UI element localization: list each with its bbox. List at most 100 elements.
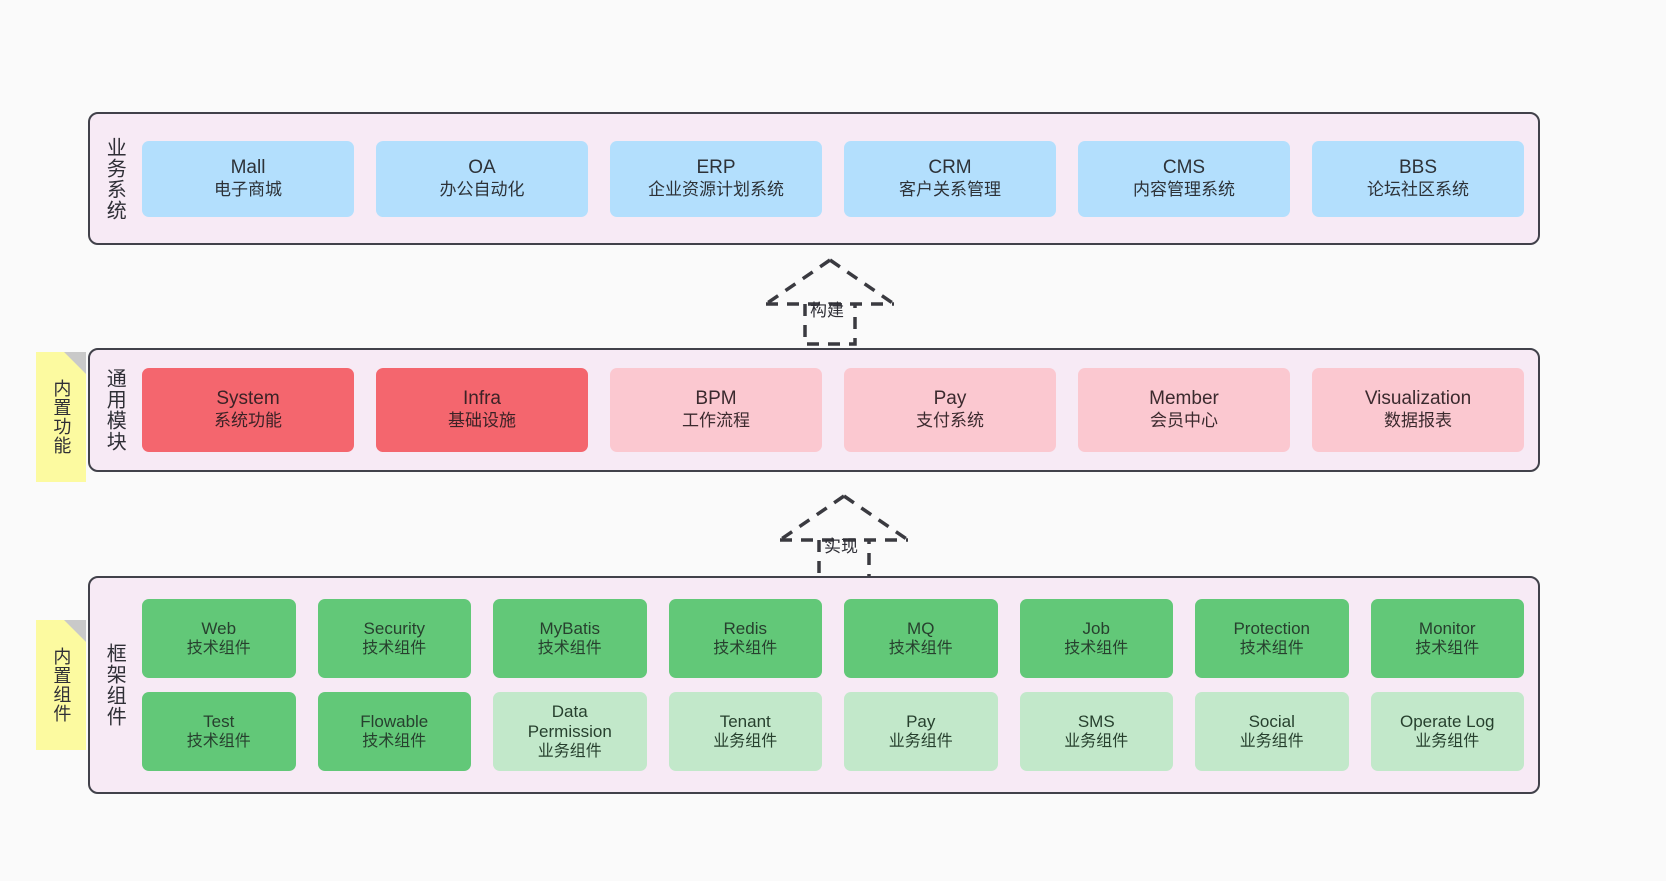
row-common-modules: System 系统功能 Infra 基础设施 BPM 工作流程 Pay 支付系统…: [142, 368, 1524, 452]
note-label: 内置组件: [51, 647, 72, 723]
card-data-permission[interactable]: Data Permission 业务组件: [493, 692, 647, 771]
card-title: Job: [1082, 618, 1110, 638]
card-flowable[interactable]: Flowable 技术组件: [317, 692, 471, 771]
card-title: Pay: [906, 711, 936, 731]
card-subtitle: 业务组件: [1415, 733, 1480, 751]
card-title: Member: [1149, 388, 1219, 410]
card-title: Monitor: [1418, 618, 1476, 638]
card-infra[interactable]: Infra 基础设施: [376, 368, 588, 452]
card-subtitle: 技术组件: [1239, 640, 1304, 658]
card-test[interactable]: Test 技术组件: [142, 692, 296, 771]
card-erp[interactable]: ERP 企业资源计划系统: [610, 140, 822, 217]
card-subtitle: 论坛社区系统: [1367, 179, 1469, 199]
card-mall[interactable]: Mall 电子商城: [142, 140, 354, 217]
card-title: MQ: [907, 618, 935, 638]
note-label: 内置功能: [51, 379, 72, 455]
card-subtitle: 业务组件: [1064, 733, 1129, 751]
card-subtitle: 技术组件: [362, 640, 427, 658]
card-social[interactable]: Social 业务组件: [1195, 692, 1349, 771]
card-security[interactable]: Security 技术组件: [317, 599, 471, 678]
card-system[interactable]: System 系统功能: [142, 368, 354, 452]
card-tenant[interactable]: Tenant 业务组件: [668, 692, 822, 771]
card-monitor[interactable]: Monitor 技术组件: [1370, 599, 1524, 678]
card-protection[interactable]: Protection 技术组件: [1195, 599, 1349, 678]
card-title: MyBatis: [539, 618, 600, 638]
card-web[interactable]: Web 技术组件: [142, 599, 296, 678]
card-cms[interactable]: CMS 内容管理系统: [1078, 140, 1290, 217]
card-title: Operate Log: [1399, 711, 1495, 731]
card-sms[interactable]: SMS 业务组件: [1019, 692, 1173, 771]
card-subtitle: 技术组件: [537, 640, 602, 658]
card-subtitle: 技术组件: [186, 733, 251, 751]
card-title: Security: [363, 618, 425, 638]
card-title: System: [216, 388, 280, 410]
layer-label-framework: 框架组件: [103, 643, 126, 727]
layer-business-system[interactable]: 业务系统 Mall 电子商城 OA 办公自动化 ERP 企业资源计划系统 CRM…: [88, 112, 1540, 245]
card-subtitle: 技术组件: [888, 640, 953, 658]
card-title: Redis: [723, 618, 767, 638]
card-visualization[interactable]: Visualization 数据报表: [1312, 368, 1524, 452]
card-title: BPM: [695, 388, 737, 410]
row-business-systems: Mall 电子商城 OA 办公自动化 ERP 企业资源计划系统 CRM 客户关系…: [142, 140, 1524, 217]
card-subtitle: 技术组件: [1064, 640, 1129, 658]
card-subtitle: 技术组件: [186, 640, 251, 658]
card-subtitle: 支付系统: [916, 411, 984, 431]
card-title: Flowable: [360, 711, 429, 731]
note-builtin-function: 内置功能: [36, 352, 86, 482]
card-subtitle: 业务组件: [1239, 733, 1304, 751]
card-subtitle: 技术组件: [713, 640, 778, 658]
card-redis[interactable]: Redis 技术组件: [668, 599, 822, 678]
card-subtitle: 数据报表: [1384, 411, 1452, 431]
card-title: Pay: [933, 388, 967, 410]
card-title: Mall: [230, 156, 266, 178]
card-bbs[interactable]: BBS 论坛社区系统: [1312, 140, 1524, 217]
card-title: BBS: [1398, 156, 1438, 178]
card-bpm[interactable]: BPM 工作流程: [610, 368, 822, 452]
card-subtitle: 系统功能: [214, 411, 282, 431]
card-subtitle: 办公自动化: [439, 179, 525, 199]
layer-framework-component[interactable]: 框架组件 Web 技术组件 Security 技术组件 MyBatis 技术组件…: [88, 576, 1540, 794]
note-fold-corner-icon: [64, 352, 86, 374]
card-subtitle: 企业资源计划系统: [648, 179, 784, 199]
layer-body-common-module: System 系统功能 Infra 基础设施 BPM 工作流程 Pay 支付系统…: [138, 350, 1538, 470]
card-title: OA: [468, 156, 496, 178]
card-pay-component[interactable]: Pay 业务组件: [844, 692, 998, 771]
card-subtitle: 工作流程: [682, 411, 750, 431]
card-title: Test: [203, 711, 235, 731]
card-mq[interactable]: MQ 技术组件: [844, 599, 998, 678]
card-title: Web: [201, 618, 237, 638]
card-title: Tenant: [719, 711, 771, 731]
layer-label-business: 业务系统: [103, 136, 126, 221]
card-title: Infra: [462, 388, 502, 410]
card-subtitle: 业务组件: [713, 733, 778, 751]
card-job[interactable]: Job 技术组件: [1019, 599, 1173, 678]
layer-body-framework: Web 技术组件 Security 技术组件 MyBatis 技术组件 Redi…: [138, 578, 1538, 792]
card-subtitle: 内容管理系统: [1133, 179, 1235, 199]
card-title: CRM: [928, 156, 972, 178]
card-subtitle: 技术组件: [1415, 640, 1480, 658]
card-oa[interactable]: OA 办公自动化: [376, 140, 588, 217]
card-title: Visualization: [1364, 388, 1472, 410]
card-subtitle: 电子商城: [214, 179, 282, 199]
layer-common-module[interactable]: 通用模块 System 系统功能 Infra 基础设施 BPM 工作流程 Pay…: [88, 348, 1540, 472]
card-title: Data Permission: [527, 701, 612, 741]
card-subtitle: 客户关系管理: [899, 179, 1001, 199]
card-subtitle: 基础设施: [448, 411, 516, 431]
card-pay-module[interactable]: Pay 支付系统: [844, 368, 1056, 452]
card-operate-log[interactable]: Operate Log 业务组件: [1370, 692, 1524, 771]
card-member[interactable]: Member 会员中心: [1078, 368, 1290, 452]
card-crm[interactable]: CRM 客户关系管理: [844, 140, 1056, 217]
connector-implement: 实现: [772, 492, 917, 582]
card-subtitle: 业务组件: [888, 733, 953, 751]
card-title: Social: [1248, 711, 1295, 731]
row-framework-tech: Web 技术组件 Security 技术组件 MyBatis 技术组件 Redi…: [142, 599, 1524, 678]
row-framework-business: Test 技术组件 Flowable 技术组件 Data Permission …: [142, 692, 1524, 771]
connector-build: 构建: [758, 256, 903, 346]
card-mybatis[interactable]: MyBatis 技术组件: [493, 599, 647, 678]
layer-body-business: Mall 电子商城 OA 办公自动化 ERP 企业资源计划系统 CRM 客户关系…: [138, 114, 1538, 243]
card-title: Protection: [1233, 618, 1311, 638]
note-builtin-component: 内置组件: [36, 620, 86, 750]
connector-build-label: 构建: [810, 301, 844, 320]
card-subtitle: 业务组件: [537, 743, 602, 761]
